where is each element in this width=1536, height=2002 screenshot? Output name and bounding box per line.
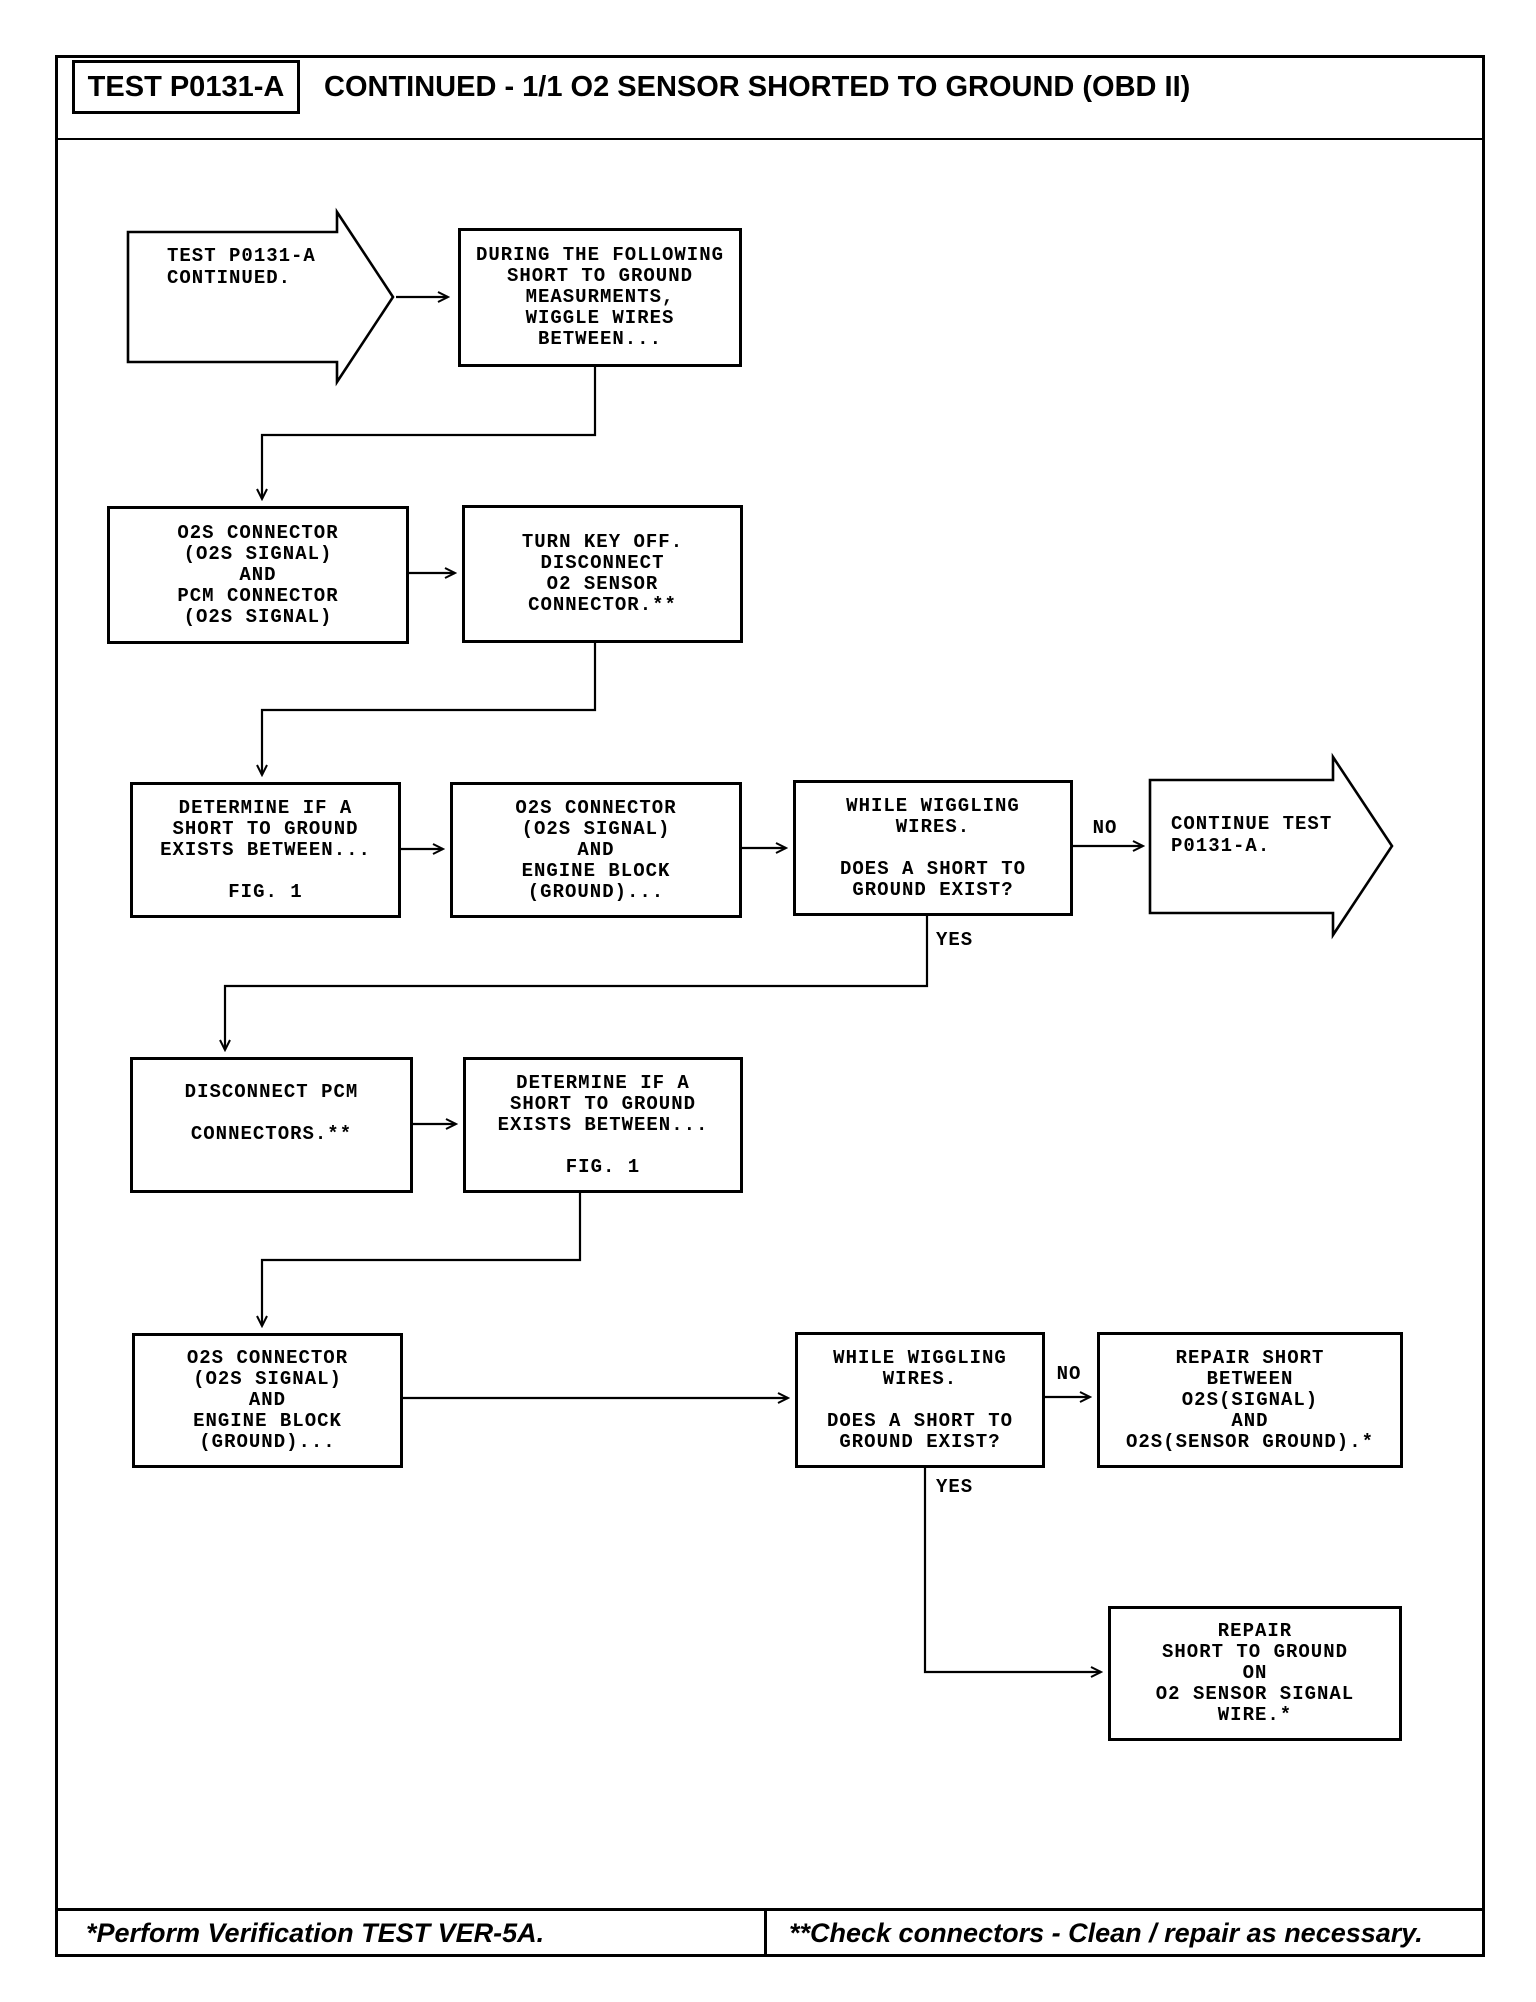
- connector-yes2-to-repair-ground: [923, 1468, 1101, 1672]
- node-o2s-engine-block-1: O2S CONNECTOR (O2S SIGNAL) AND ENGINE BL…: [450, 782, 742, 918]
- edge-label-no-2: NO: [1056, 1363, 1082, 1385]
- node-continue-arrow: CONTINUE TEST P0131-A.: [1171, 813, 1333, 857]
- node-determine-short-2: DETERMINE IF A SHORT TO GROUND EXISTS BE…: [463, 1057, 743, 1193]
- node-determine-short-1: DETERMINE IF A SHORT TO GROUND EXISTS BE…: [130, 782, 401, 918]
- edge-label-yes-1: YES: [936, 929, 974, 951]
- connector-during-to-o2s-pcm: [262, 367, 597, 499]
- edge-label-yes-2: YES: [936, 1476, 974, 1498]
- footer-divider-vertical: [764, 1911, 767, 1955]
- connector-yes1-to-disconnect-pcm: [225, 916, 929, 1050]
- test-id-label: TEST P0131-A: [87, 70, 285, 103]
- node-wiggle-decision-2: WHILE WIGGLING WIRES. DOES A SHORT TO GR…: [795, 1332, 1045, 1468]
- node-wiggle-decision-1: WHILE WIGGLING WIRES. DOES A SHORT TO GR…: [793, 780, 1073, 916]
- node-repair-short-to-ground: REPAIR SHORT TO GROUND ON O2 SENSOR SIGN…: [1108, 1606, 1402, 1741]
- footer-divider-top: [55, 1908, 1485, 1911]
- node-repair-short-between: REPAIR SHORT BETWEEN O2S(SIGNAL) AND O2S…: [1097, 1332, 1403, 1468]
- node-during-measurements: DURING THE FOLLOWING SHORT TO GROUND MEA…: [458, 228, 742, 367]
- offpage-entry-flag-shape: [126, 207, 395, 387]
- footnote-connectors: **Check connectors - Clean / repair as n…: [789, 1917, 1423, 1948]
- node-o2s-pcm-connector: O2S CONNECTOR (O2S SIGNAL) AND PCM CONNE…: [107, 506, 409, 644]
- page-border-frame: [55, 55, 1485, 1957]
- offpage-exit-arrow-shape: [1148, 752, 1394, 940]
- page-title: CONTINUED - 1/1 O2 SENSOR SHORTED TO GRO…: [324, 70, 1191, 103]
- node-turn-key-off: TURN KEY OFF. DISCONNECT O2 SENSOR CONNE…: [462, 505, 743, 643]
- connector-turn-key-to-determine1: [262, 643, 597, 775]
- edge-label-no-1: NO: [1092, 817, 1118, 839]
- test-id-box: TEST P0131-A: [72, 60, 300, 114]
- node-o2s-engine-block-2: O2S CONNECTOR (O2S SIGNAL) AND ENGINE BL…: [132, 1333, 403, 1468]
- header-divider: [55, 138, 1485, 140]
- footnote-verification: *Perform Verification TEST VER-5A.: [86, 1917, 545, 1948]
- node-continued-flag: TEST P0131-A CONTINUED.: [167, 245, 316, 289]
- node-disconnect-pcm: DISCONNECT PCM CONNECTORS.**: [130, 1057, 413, 1193]
- connector-determine2-to-o2s-engine2: [262, 1193, 582, 1326]
